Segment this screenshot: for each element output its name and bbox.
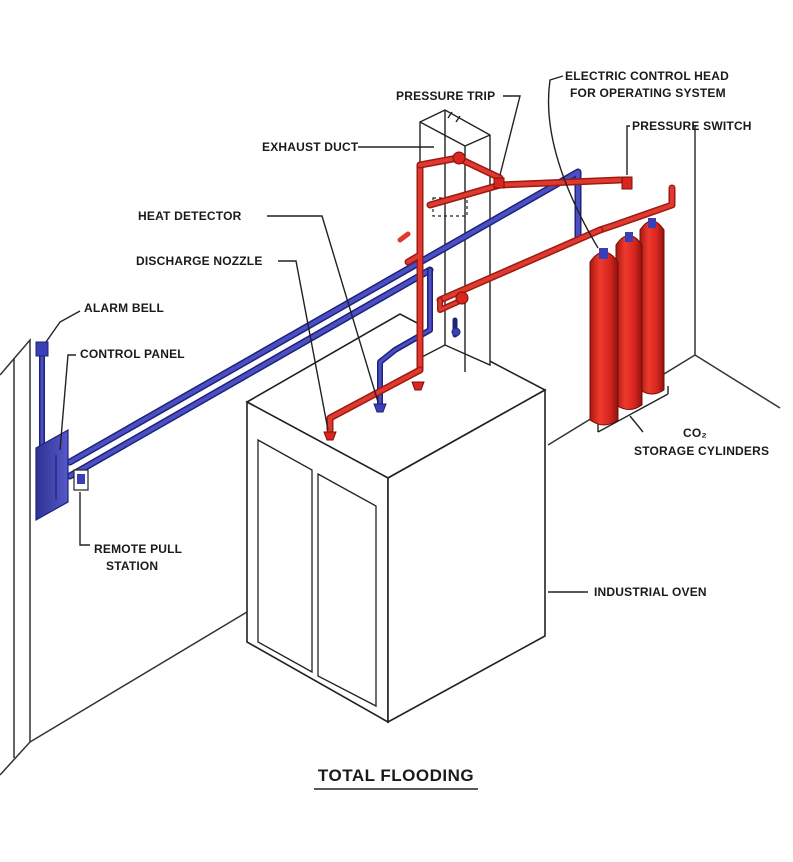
industrial-oven <box>245 313 547 724</box>
label-remote-pull-1: REMOTE PULL <box>94 542 182 556</box>
labels: PRESSURE TRIP ELECTRIC CONTROL HEAD FOR … <box>80 69 769 599</box>
pressure-trip-icon <box>493 177 505 189</box>
remote-pull-station <box>73 469 89 491</box>
oven-nozzle-icon <box>411 381 425 391</box>
label-alarm-bell: ALARM BELL <box>84 301 164 315</box>
label-pressure-switch: PRESSURE SWITCH <box>632 119 752 133</box>
cylinder-3 <box>639 218 665 395</box>
label-electric-control-head-2: FOR OPERATING SYSTEM <box>570 86 726 100</box>
label-remote-pull-2: STATION <box>106 559 158 573</box>
duct-nozzle-bottom <box>455 291 469 305</box>
label-exhaust-duct: EXHAUST DUCT <box>262 140 359 154</box>
blue-detection-circuit <box>39 168 582 480</box>
caption: TOTAL FLOODING <box>314 766 478 790</box>
label-industrial-oven: INDUSTRIAL OVEN <box>594 585 707 599</box>
devices <box>323 151 633 441</box>
cylinder-1 <box>589 248 619 426</box>
heat-detector-icon <box>373 403 387 413</box>
label-control-panel: CONTROL PANEL <box>80 347 185 361</box>
caption-title: TOTAL FLOODING <box>318 766 474 785</box>
label-electric-control-head-1: ELECTRIC CONTROL HEAD <box>565 69 729 83</box>
co2-storage-cylinders <box>589 218 669 433</box>
oven-door-right <box>317 472 377 708</box>
label-discharge-nozzle: DISCHARGE NOZZLE <box>136 254 263 268</box>
pressure-switch-icon <box>621 176 633 190</box>
discharge-nozzle-icon <box>323 431 337 441</box>
label-heat-detector: HEAT DETECTOR <box>138 209 242 223</box>
label-pressure-trip: PRESSURE TRIP <box>396 89 495 103</box>
alarm-bell <box>35 341 49 357</box>
label-storage-cylinders: STORAGE CYLINDERS <box>634 444 769 458</box>
control-panel <box>35 428 69 522</box>
oven-door-left <box>257 438 313 674</box>
label-co2: CO₂ <box>683 426 707 440</box>
leader-lines <box>45 75 644 593</box>
duct-detector-icon <box>451 327 461 337</box>
duct-nozzle-top <box>452 151 466 165</box>
cylinder-2 <box>615 232 643 410</box>
